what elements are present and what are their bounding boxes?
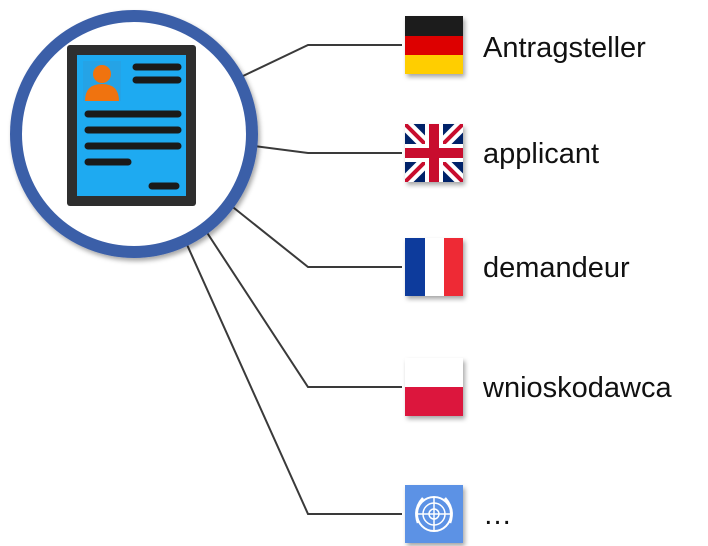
label-more: … <box>483 499 512 531</box>
france-flag-icon <box>405 238 463 296</box>
label-polish: wnioskodawca <box>483 372 672 404</box>
label-english: applicant <box>483 138 600 170</box>
un-flag-icon <box>405 485 463 543</box>
connector-english <box>253 145 402 154</box>
label-french: demandeur <box>483 252 630 284</box>
connector-lines <box>183 44 402 515</box>
uk-flag-icon <box>405 124 463 182</box>
poland-flag-icon <box>405 358 463 416</box>
connector-more <box>183 237 402 515</box>
connector-french <box>228 203 402 268</box>
germany-flag-icon <box>405 16 463 74</box>
connector-polish <box>203 227 402 388</box>
label-german: Antragsteller <box>483 32 646 64</box>
applicant-document-icon <box>67 45 196 206</box>
connector-german <box>242 44 402 77</box>
